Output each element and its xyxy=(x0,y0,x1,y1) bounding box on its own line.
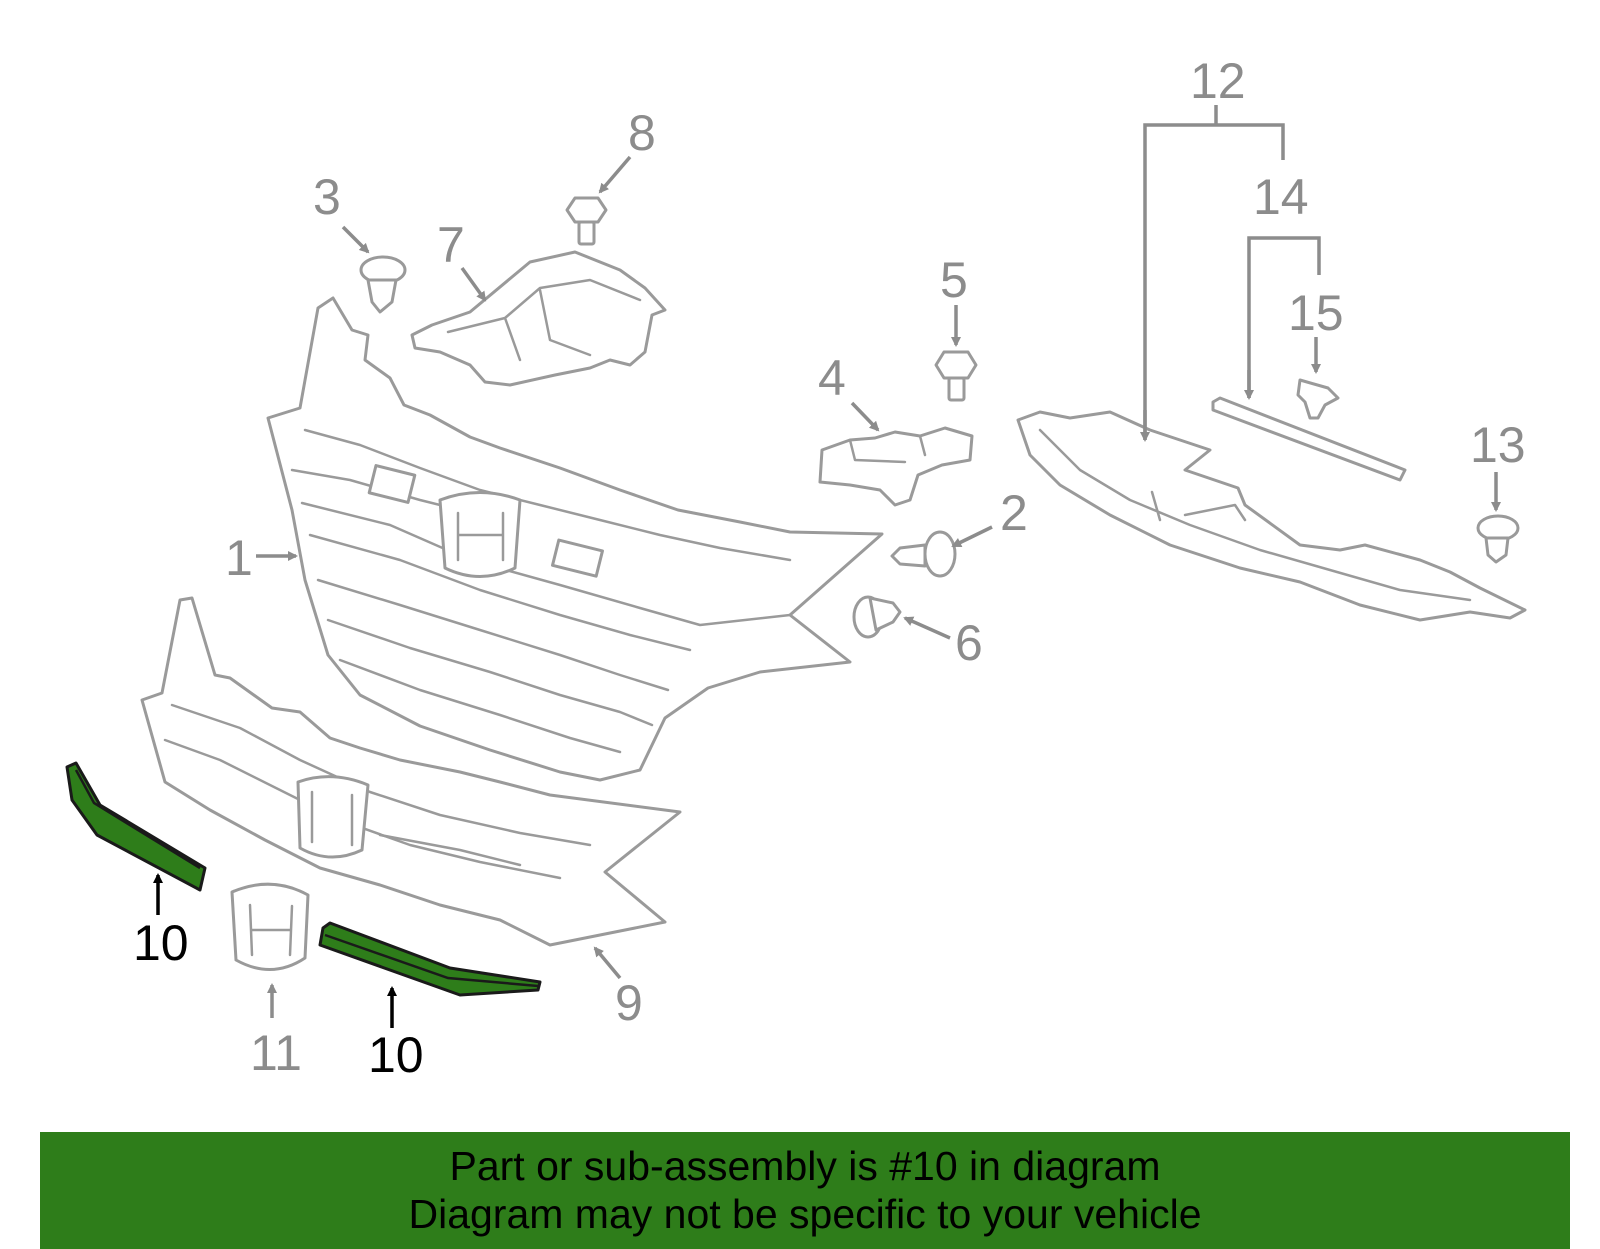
banner-line-disclaimer: Diagram may not be specific to your vehi… xyxy=(408,1191,1202,1237)
callout-10-left: 10 xyxy=(133,915,189,971)
part-10-molding-right xyxy=(318,921,542,997)
callout-6: 6 xyxy=(955,615,983,671)
callout-7: 7 xyxy=(437,217,465,273)
leader-9 xyxy=(593,946,622,980)
part-15-clip xyxy=(1296,378,1340,420)
callout-15: 15 xyxy=(1288,285,1344,341)
leader-7 xyxy=(460,266,487,302)
part-2-bolt xyxy=(890,530,957,578)
part-5-bolt xyxy=(934,350,978,402)
leader-4 xyxy=(850,401,880,432)
part-8-bolt xyxy=(565,196,608,246)
part-13-clip xyxy=(1476,514,1520,564)
part-6-clip xyxy=(852,595,902,639)
part-4-bracket xyxy=(818,426,974,507)
callout-13: 13 xyxy=(1470,417,1526,473)
leader-3 xyxy=(341,225,370,254)
leader-2 xyxy=(951,525,993,548)
callout-14: 14 xyxy=(1253,169,1309,225)
banner-line-part: Part or sub-assembly is #10 in diagram xyxy=(449,1143,1161,1189)
part-10-molding-left xyxy=(65,761,207,892)
callout-10-right: 10 xyxy=(368,1027,424,1083)
leader-12 xyxy=(1143,123,1285,440)
callout-11: 11 xyxy=(250,1025,302,1081)
callout-12: 12 xyxy=(1190,53,1246,109)
leader-8 xyxy=(598,155,632,194)
callout-8: 8 xyxy=(628,105,656,161)
part-7-upper-bracket xyxy=(410,250,667,387)
callout-5: 5 xyxy=(940,252,968,308)
part-1-grille-base xyxy=(266,296,884,782)
info-banner: Part or sub-assembly is #10 in diagram D… xyxy=(40,1132,1570,1249)
parts-diagram: 1 2 3 4 5 6 7 8 9 10 10 11 12 13 14 15 xyxy=(65,53,1527,1083)
part-9-grille-cover xyxy=(140,596,682,947)
part-11-emblem xyxy=(230,882,310,971)
part-14-seal-strip xyxy=(1211,396,1407,482)
part-12-shroud xyxy=(1016,410,1527,622)
leader-14 xyxy=(1247,236,1321,398)
callout-9: 9 xyxy=(615,975,643,1031)
callout-1: 1 xyxy=(225,530,253,586)
part-3-clip xyxy=(359,255,407,314)
callout-2: 2 xyxy=(1000,485,1028,541)
leader-6 xyxy=(903,616,951,640)
callout-4: 4 xyxy=(818,350,846,406)
callout-3: 3 xyxy=(313,169,341,225)
